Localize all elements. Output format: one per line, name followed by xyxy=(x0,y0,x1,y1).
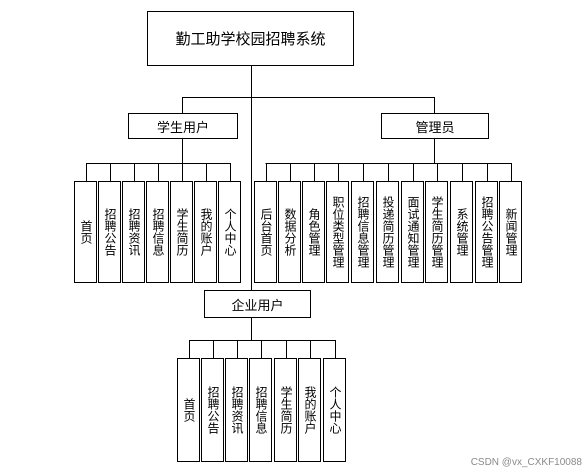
root-label: 勤工助学校园招聘系统 xyxy=(175,30,326,48)
company-feature-node: 学生简历 xyxy=(274,358,297,462)
admin-feature-label: 新闻管理 xyxy=(504,208,518,256)
admin-feature-node: 学生简历管理 xyxy=(425,181,448,283)
company-feature-label: 招聘公告 xyxy=(206,386,220,434)
admin-feature-node: 招聘信息管理 xyxy=(351,181,374,283)
company-feature-label: 首页 xyxy=(182,398,196,422)
company-feature-node: 招聘信息 xyxy=(249,358,272,462)
company-feature-node: 招聘公告 xyxy=(201,358,224,462)
admin-feature-label: 学生简历管理 xyxy=(430,196,444,268)
admin-feature-node: 招聘公告管理 xyxy=(475,181,498,283)
admin-feature-label: 职位类型管理 xyxy=(331,196,345,268)
admin-feature-node: 新闻管理 xyxy=(499,181,522,283)
student-user-label: 学生用户 xyxy=(156,120,209,136)
student-feature-node: 个人中心 xyxy=(218,181,241,283)
company-user-node: 企业用户 xyxy=(204,290,311,318)
company-feature-label: 学生简历 xyxy=(279,386,293,434)
company-feature-node: 个人中心 xyxy=(323,358,346,462)
company-feature-label: 个人中心 xyxy=(328,386,342,434)
student-feature-label: 招聘资讯 xyxy=(127,208,141,256)
company-user-label: 企业用户 xyxy=(231,298,284,314)
student-feature-label: 学生简历 xyxy=(175,208,189,256)
admin-feature-node: 数据分析 xyxy=(278,181,301,283)
company-feature-label: 招聘信息 xyxy=(254,386,268,434)
admin-feature-label: 角色管理 xyxy=(307,208,321,256)
student-feature-node: 我的账户 xyxy=(194,181,217,283)
admin-label: 管理员 xyxy=(415,120,455,136)
company-feature-label: 我的账户 xyxy=(303,386,317,434)
admin-feature-node: 系统管理 xyxy=(450,181,473,283)
admin-node: 管理员 xyxy=(381,113,489,139)
admin-feature-label: 数据分析 xyxy=(283,208,297,256)
admin-feature-label: 面试通知管理 xyxy=(406,196,420,268)
student-feature-label: 招聘信息 xyxy=(151,208,165,256)
company-feature-node: 首页 xyxy=(177,358,200,462)
admin-feature-label: 招聘信息管理 xyxy=(356,196,370,268)
student-feature-node: 首页 xyxy=(74,181,97,283)
admin-feature-node: 投递简历管理 xyxy=(376,181,399,283)
admin-feature-node: 职位类型管理 xyxy=(326,181,349,283)
company-feature-node: 招聘资讯 xyxy=(225,358,248,462)
company-feature-label: 招聘资讯 xyxy=(230,386,244,434)
admin-feature-label: 投递简历管理 xyxy=(381,196,395,268)
admin-feature-label: 系统管理 xyxy=(455,208,469,256)
watermark-text: CSDN @vx_CXKF10088 xyxy=(470,457,582,468)
student-user-node: 学生用户 xyxy=(128,113,238,139)
root-node: 勤工助学校园招聘系统 xyxy=(147,11,354,66)
student-feature-node: 招聘公告 xyxy=(98,181,121,283)
admin-feature-node: 面试通知管理 xyxy=(401,181,424,283)
admin-feature-label: 后台首页 xyxy=(259,208,273,256)
student-feature-label: 个人中心 xyxy=(223,208,237,256)
student-feature-node: 招聘信息 xyxy=(146,181,169,283)
admin-feature-label: 招聘公告管理 xyxy=(480,196,494,268)
student-feature-label: 招聘公告 xyxy=(103,208,117,256)
student-feature-label: 我的账户 xyxy=(199,208,213,256)
student-feature-node: 招聘资讯 xyxy=(122,181,145,283)
student-feature-label: 首页 xyxy=(79,220,93,244)
admin-feature-node: 角色管理 xyxy=(302,181,325,283)
student-feature-node: 学生简历 xyxy=(170,181,193,283)
admin-feature-node: 后台首页 xyxy=(254,181,277,283)
company-feature-node: 我的账户 xyxy=(298,358,321,462)
